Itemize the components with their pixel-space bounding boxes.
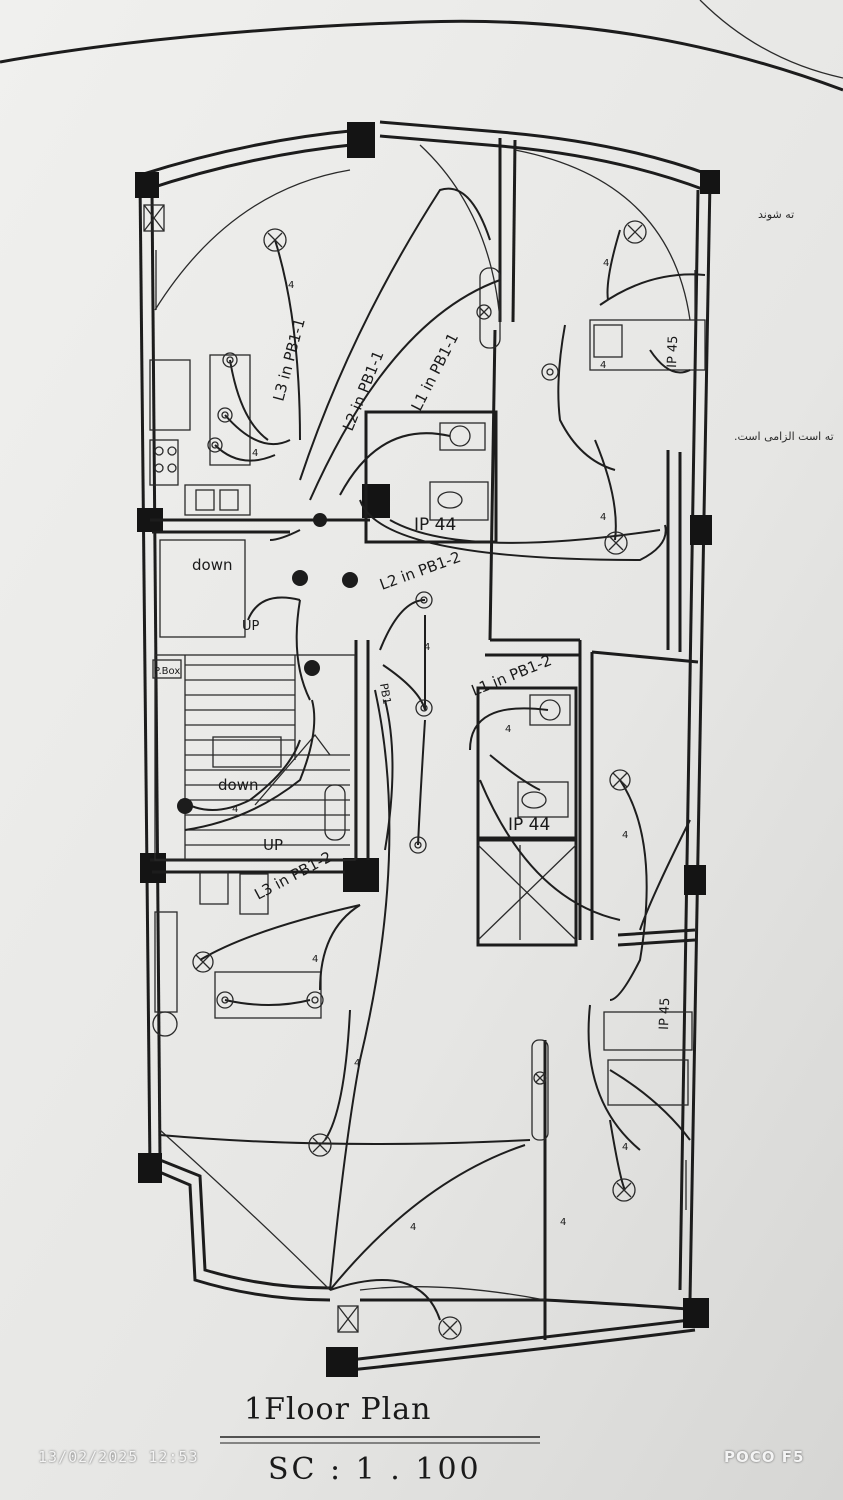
wire-mark: 4 — [312, 954, 318, 965]
ip-rating-lower-bath: IP 44 — [508, 815, 550, 835]
wire-mark: 4 — [622, 1142, 628, 1153]
plan-scale: SC : 1 . 100 — [268, 1452, 482, 1487]
wire-mark: 4 — [622, 830, 628, 841]
stair-up-upper: UP — [242, 619, 260, 634]
sheet-border-top — [0, 19, 843, 92]
wire-mark: 4 — [252, 448, 258, 459]
sheet-border-right — [699, 0, 843, 79]
wire-mark: 4 — [288, 280, 294, 291]
ip-rating-kitchen-right: IP 45 — [665, 335, 681, 368]
wire-mark: 4 — [410, 1222, 416, 1233]
wiring-circuits — [159, 187, 706, 1321]
side-note-2: ته است الزامی است. — [734, 430, 834, 443]
room-labels: IP 44 IP 44 IP 45 IP 45 down down UP UP … — [154, 335, 681, 1030]
door-swings — [154, 144, 691, 1301]
wire-mark: 4 — [424, 642, 430, 653]
windows — [143, 204, 696, 1333]
ip-rating-upper-bath: IP 44 — [414, 515, 456, 535]
wire-mark: 4 — [560, 1217, 566, 1228]
wire-mark: 4 — [603, 258, 609, 269]
wire-mark: 4 — [505, 724, 511, 735]
wire-mark: 4 — [354, 1058, 360, 1069]
stair-down-upper: down — [192, 556, 232, 574]
structural-columns — [135, 122, 720, 1377]
panel-box-label: P.Box — [154, 666, 180, 677]
panel-label-pb1: PB1 — [377, 682, 393, 705]
photo-device-watermark: POCO F5 — [724, 1448, 805, 1466]
plan-title: 1Floor Plan — [244, 1392, 432, 1427]
side-note-1: ته شوند — [758, 208, 795, 221]
ip-rating-kitchen-lower: IP 45 — [657, 997, 673, 1030]
stair-up-lower: UP — [263, 836, 283, 854]
kitchen-fixtures — [149, 319, 706, 1106]
photo-timestamp: 13/02/2025 12:53 — [38, 1448, 199, 1466]
wire-count-marks: 4 4 4 4 4 4 4 4 4 4 4 4 4 4 — [232, 258, 628, 1233]
light-fixtures — [177, 220, 647, 1340]
wire-mark: 4 — [600, 512, 606, 523]
bathroom-fixtures — [324, 267, 571, 1141]
wire-mark: 4 — [600, 360, 606, 371]
wire-mark: 4 — [232, 804, 238, 815]
stair-down-lower: down — [218, 776, 258, 794]
